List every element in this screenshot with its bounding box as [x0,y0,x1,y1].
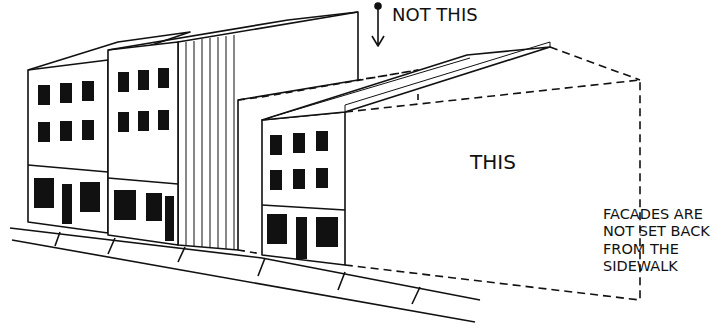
windows [34,68,338,259]
building-facade [28,60,108,233]
sidewalk-edge [12,240,475,322]
callout-label: THIS [470,150,560,174]
roof-hatching [268,42,550,118]
storefront-cornice [108,178,178,184]
building-roof [108,12,358,50]
storefront-cornice [28,165,108,172]
building-roof [262,47,550,120]
pointer-arrow [372,8,384,46]
building-facade [262,112,345,265]
storefront-cornice [262,205,345,210]
wall-hatching [186,35,234,250]
note-text: FACADES ARE NOT SET BACK FROM THE SIDEWA… [603,206,727,276]
building-facade [108,42,178,245]
infill-outline [345,47,640,300]
callout-label: NOT THIS [392,4,512,26]
curb-line [10,228,480,300]
arrow-dot [375,3,381,9]
